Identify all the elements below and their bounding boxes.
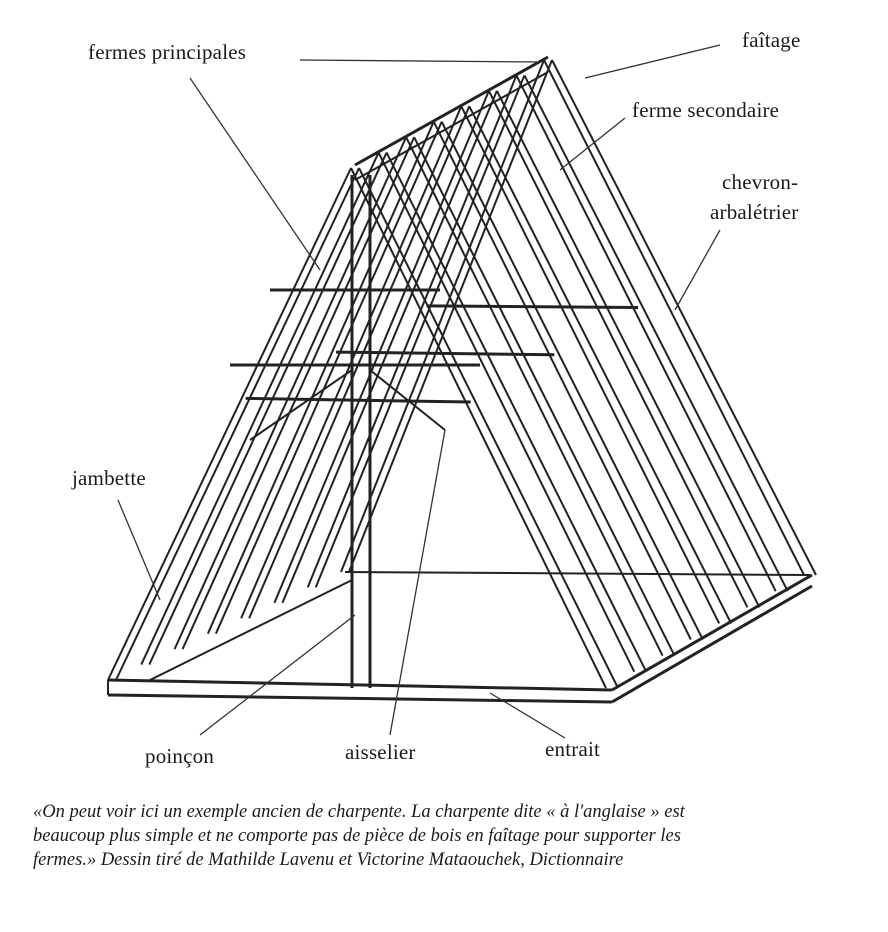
rafter: [350, 167, 607, 689]
caption-line: «On peut voir ici un exemple ancien de c…: [33, 802, 685, 822]
label-arbaletrier: arbalétrier: [710, 200, 799, 224]
rafter: [214, 121, 443, 635]
rafter: [107, 167, 352, 681]
rafter: [413, 136, 676, 657]
caption-line: beaucoup plus simple et ne comporte pas …: [33, 826, 681, 846]
rafter: [495, 90, 761, 608]
collar-beam: [336, 350, 555, 357]
strut: [149, 579, 353, 681]
label-entrait: entrait: [545, 737, 601, 761]
rafter: [273, 90, 490, 604]
label-chevron: chevron-: [722, 170, 799, 194]
rafter: [206, 121, 435, 635]
tie-beam: [107, 678, 613, 692]
label-fermes-principales: fermes principales: [88, 40, 247, 64]
caption: «On peut voir ici un exemple ancien de c…: [33, 800, 853, 872]
rafter: [432, 121, 692, 641]
ridge-beam: [354, 55, 549, 167]
rafter: [115, 167, 360, 681]
rafter: [468, 105, 733, 624]
leader-lines: [117, 44, 721, 739]
rafter: [523, 74, 789, 592]
rafter: [358, 167, 619, 689]
rafter: [340, 59, 545, 573]
rafter: [148, 152, 388, 665]
rafter: [306, 75, 518, 588]
caption-line: fermes.» Dessin tiré de Mathilde Lavenu …: [33, 850, 624, 870]
rafter: [181, 136, 416, 650]
rafter: [348, 59, 553, 573]
sill-beam: [611, 573, 813, 692]
label-jambette: jambette: [72, 466, 146, 490]
sill-beam: [611, 584, 813, 704]
rafter: [140, 152, 380, 665]
ridge-beam: [354, 71, 549, 181]
back-sill: [344, 571, 811, 576]
rafter: [487, 90, 749, 608]
label-faitage: faîtage: [742, 28, 801, 52]
collar-beam: [426, 304, 639, 309]
tie-beam: [107, 693, 613, 704]
rafter: [460, 105, 721, 624]
brace: [369, 369, 446, 431]
rafter: [440, 121, 704, 641]
collar-beam: [245, 396, 471, 404]
rafter: [405, 136, 664, 657]
label-poincon: poinçon: [145, 744, 215, 768]
label-ferme-secondaire: ferme secondaire: [632, 98, 780, 122]
rafter: [515, 74, 777, 592]
rafter: [173, 136, 408, 650]
rafter: [385, 152, 648, 673]
rafter: [543, 59, 805, 576]
brace: [249, 369, 353, 441]
rafter: [551, 59, 817, 576]
label-aisselier: aisselier: [345, 740, 416, 764]
rafter: [377, 152, 636, 673]
